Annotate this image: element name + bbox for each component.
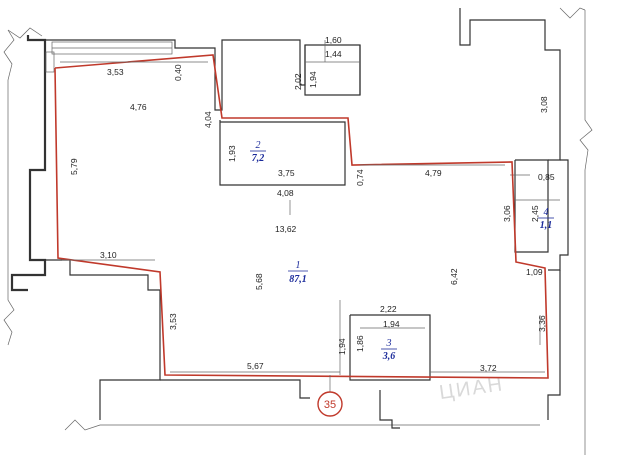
dim-1-93: 1,93 — [227, 145, 237, 162]
room-label-4: 4 1,1 — [538, 207, 554, 231]
room-label-1: 1 87,1 — [288, 260, 308, 285]
dim-1-94-c: 1,94 — [337, 338, 347, 355]
dim-3-06: 3,06 — [502, 205, 512, 222]
dim-3-72: 3,72 — [480, 363, 497, 373]
svg-text:1,1: 1,1 — [540, 220, 553, 231]
dim-1-94-b: 1,94 — [383, 319, 400, 329]
top-right-break-line — [559, 7, 586, 19]
dim-0-85: 0,85 — [538, 172, 555, 182]
dim-4-04: 4,04 — [203, 111, 213, 128]
dim-4-79: 4,79 — [425, 168, 442, 178]
room-label-2: 2 7,2 — [250, 140, 266, 164]
apartment-number-badge: 35 — [317, 391, 343, 417]
dim-1-44: 1,44 — [325, 49, 342, 59]
outer-walls — [10, 8, 569, 429]
dim-3-53: 3,53 — [107, 67, 124, 77]
dim-1-94-a: 1,94 — [308, 71, 318, 88]
dim-0-40: 0,40 — [173, 64, 183, 81]
dim-4-08: 4,08 — [277, 188, 294, 198]
dim-0-74: 0,74 — [355, 169, 365, 186]
dimension-lines — [60, 40, 545, 400]
dim-5-67: 5,67 — [247, 361, 264, 371]
apartment-outline — [54, 54, 549, 379]
dim-1-09: 1,09 — [526, 267, 543, 277]
svg-text:4: 4 — [544, 207, 549, 218]
dim-2-45: 2,45 — [530, 205, 540, 222]
dim-13-62: 13,62 — [275, 224, 297, 234]
left-break-line — [3, 29, 15, 346]
dim-5-79: 5,79 — [69, 158, 79, 175]
room-label-3: 3 3,6 — [381, 338, 397, 362]
svg-text:2: 2 — [256, 140, 261, 151]
dim-6-42: 6,42 — [449, 268, 459, 285]
top-windows — [45, 41, 173, 73]
svg-text:1: 1 — [296, 260, 301, 271]
svg-text:87,1: 87,1 — [289, 274, 307, 285]
svg-text:7,2: 7,2 — [252, 153, 265, 164]
right-break-line — [579, 10, 593, 455]
svg-text:3: 3 — [386, 338, 392, 349]
dim-2-02: 2,02 — [293, 73, 303, 90]
dim-3-10: 3,10 — [100, 250, 117, 260]
dim-3-08: 3,08 — [539, 96, 549, 113]
dim-4-76: 4,76 — [130, 102, 147, 112]
top-left-break-line — [7, 27, 43, 39]
dim-1-60: 1,60 — [325, 35, 342, 45]
dim-5-68: 5,68 — [254, 273, 264, 290]
svg-text:3,6: 3,6 — [382, 351, 396, 362]
dim-3-53-b: 3,53 — [168, 313, 178, 330]
svg-text:35: 35 — [324, 399, 336, 411]
dimension-labels: 3,53 0,40 4,76 5,79 4,04 1,60 1,44 2,02 … — [69, 35, 555, 373]
dim-3-36: 3,36 — [537, 315, 547, 332]
dim-1-86: 1,86 — [355, 335, 365, 352]
bottom-break-line — [64, 419, 540, 431]
dim-2-22: 2,22 — [380, 304, 397, 314]
dim-3-75: 3,75 — [278, 168, 295, 178]
